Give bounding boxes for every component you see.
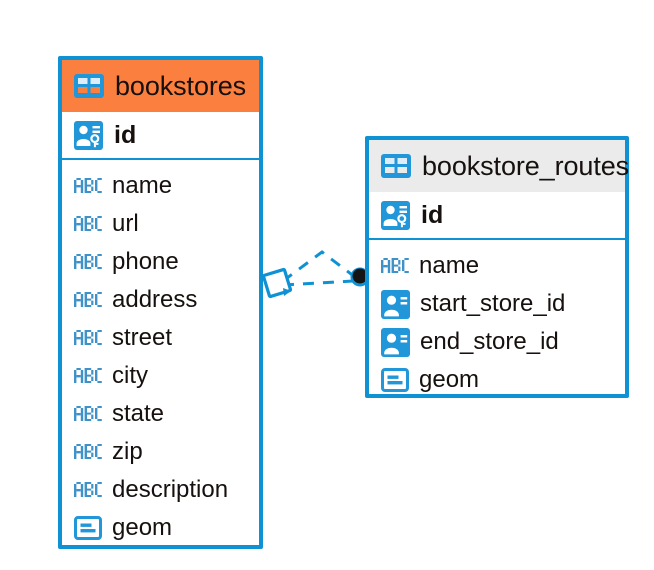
attribute-label: end_store_id [420, 328, 559, 355]
attribute-label: city [112, 362, 148, 389]
relationship-line-lower [282, 279, 354, 287]
attribute-label: state [112, 400, 165, 427]
entity-header-bookstores[interactable]: bookstores [62, 60, 259, 112]
attribute-row[interactable]: start_store_id [369, 285, 625, 323]
attribute-row[interactable]: city [62, 357, 259, 395]
entity-title: bookstores [115, 70, 247, 101]
attribute-row[interactable]: state [62, 395, 259, 433]
attribute-row[interactable]: name [369, 247, 625, 285]
text-type-icon [381, 257, 409, 275]
relationship-source-diamond-icon [261, 267, 293, 299]
entity-title: bookstore_routes [422, 150, 630, 181]
primary-key-icon [74, 120, 103, 150]
table-icon [74, 74, 104, 98]
attribute-label: name [112, 172, 173, 199]
foreign-key-icon [381, 327, 410, 357]
attribute-label: address [112, 286, 198, 313]
text-type-icon [74, 405, 102, 423]
text-type-icon [74, 253, 102, 271]
foreign-key-icon [381, 289, 410, 319]
entity-primary-key-row[interactable]: id [369, 192, 625, 240]
attribute-label: start_store_id [420, 290, 566, 317]
attribute-label: geom [112, 514, 173, 541]
entity-bookstore-routes[interactable]: bookstore_routes id [365, 136, 629, 398]
entity-primary-key-row[interactable]: id [62, 112, 259, 160]
text-type-icon [74, 177, 102, 195]
entity-primary-key-label: id [421, 200, 444, 229]
table-icon [381, 154, 411, 178]
attribute-row[interactable]: address [62, 281, 259, 319]
entity-header-bookstore-routes[interactable]: bookstore_routes [369, 140, 629, 192]
attribute-row[interactable]: description [62, 471, 259, 509]
attribute-row[interactable]: zip [62, 433, 259, 471]
attribute-row[interactable]: end_store_id [369, 323, 625, 361]
attribute-row[interactable]: geom [369, 361, 625, 399]
attribute-label: street [112, 324, 173, 351]
entity-bookstores[interactable]: bookstores id [58, 56, 263, 549]
attribute-label: phone [112, 248, 179, 275]
geometry-type-icon [74, 516, 102, 540]
attribute-label: url [112, 210, 139, 237]
attribute-label: zip [112, 438, 143, 465]
attribute-row[interactable]: street [62, 319, 259, 357]
attribute-row[interactable]: name [62, 167, 259, 205]
attribute-label: description [112, 476, 229, 503]
attribute-label: geom [419, 366, 480, 393]
primary-key-icon [381, 200, 410, 230]
text-type-icon [74, 329, 102, 347]
geometry-type-icon [381, 368, 409, 392]
text-type-icon [74, 215, 102, 233]
relationship-line-upper [282, 250, 356, 283]
attribute-row[interactable]: url [62, 205, 259, 243]
text-type-icon [74, 291, 102, 309]
entity-primary-key-label: id [114, 120, 137, 149]
attribute-row[interactable]: geom [62, 509, 259, 547]
entity-attribute-list: name start_store_id [369, 240, 625, 407]
entity-attribute-list: name u [62, 160, 259, 555]
text-type-icon [74, 443, 102, 461]
text-type-icon [74, 481, 102, 499]
attribute-row[interactable]: phone [62, 243, 259, 281]
attribute-label: name [419, 252, 480, 279]
text-type-icon [74, 367, 102, 385]
